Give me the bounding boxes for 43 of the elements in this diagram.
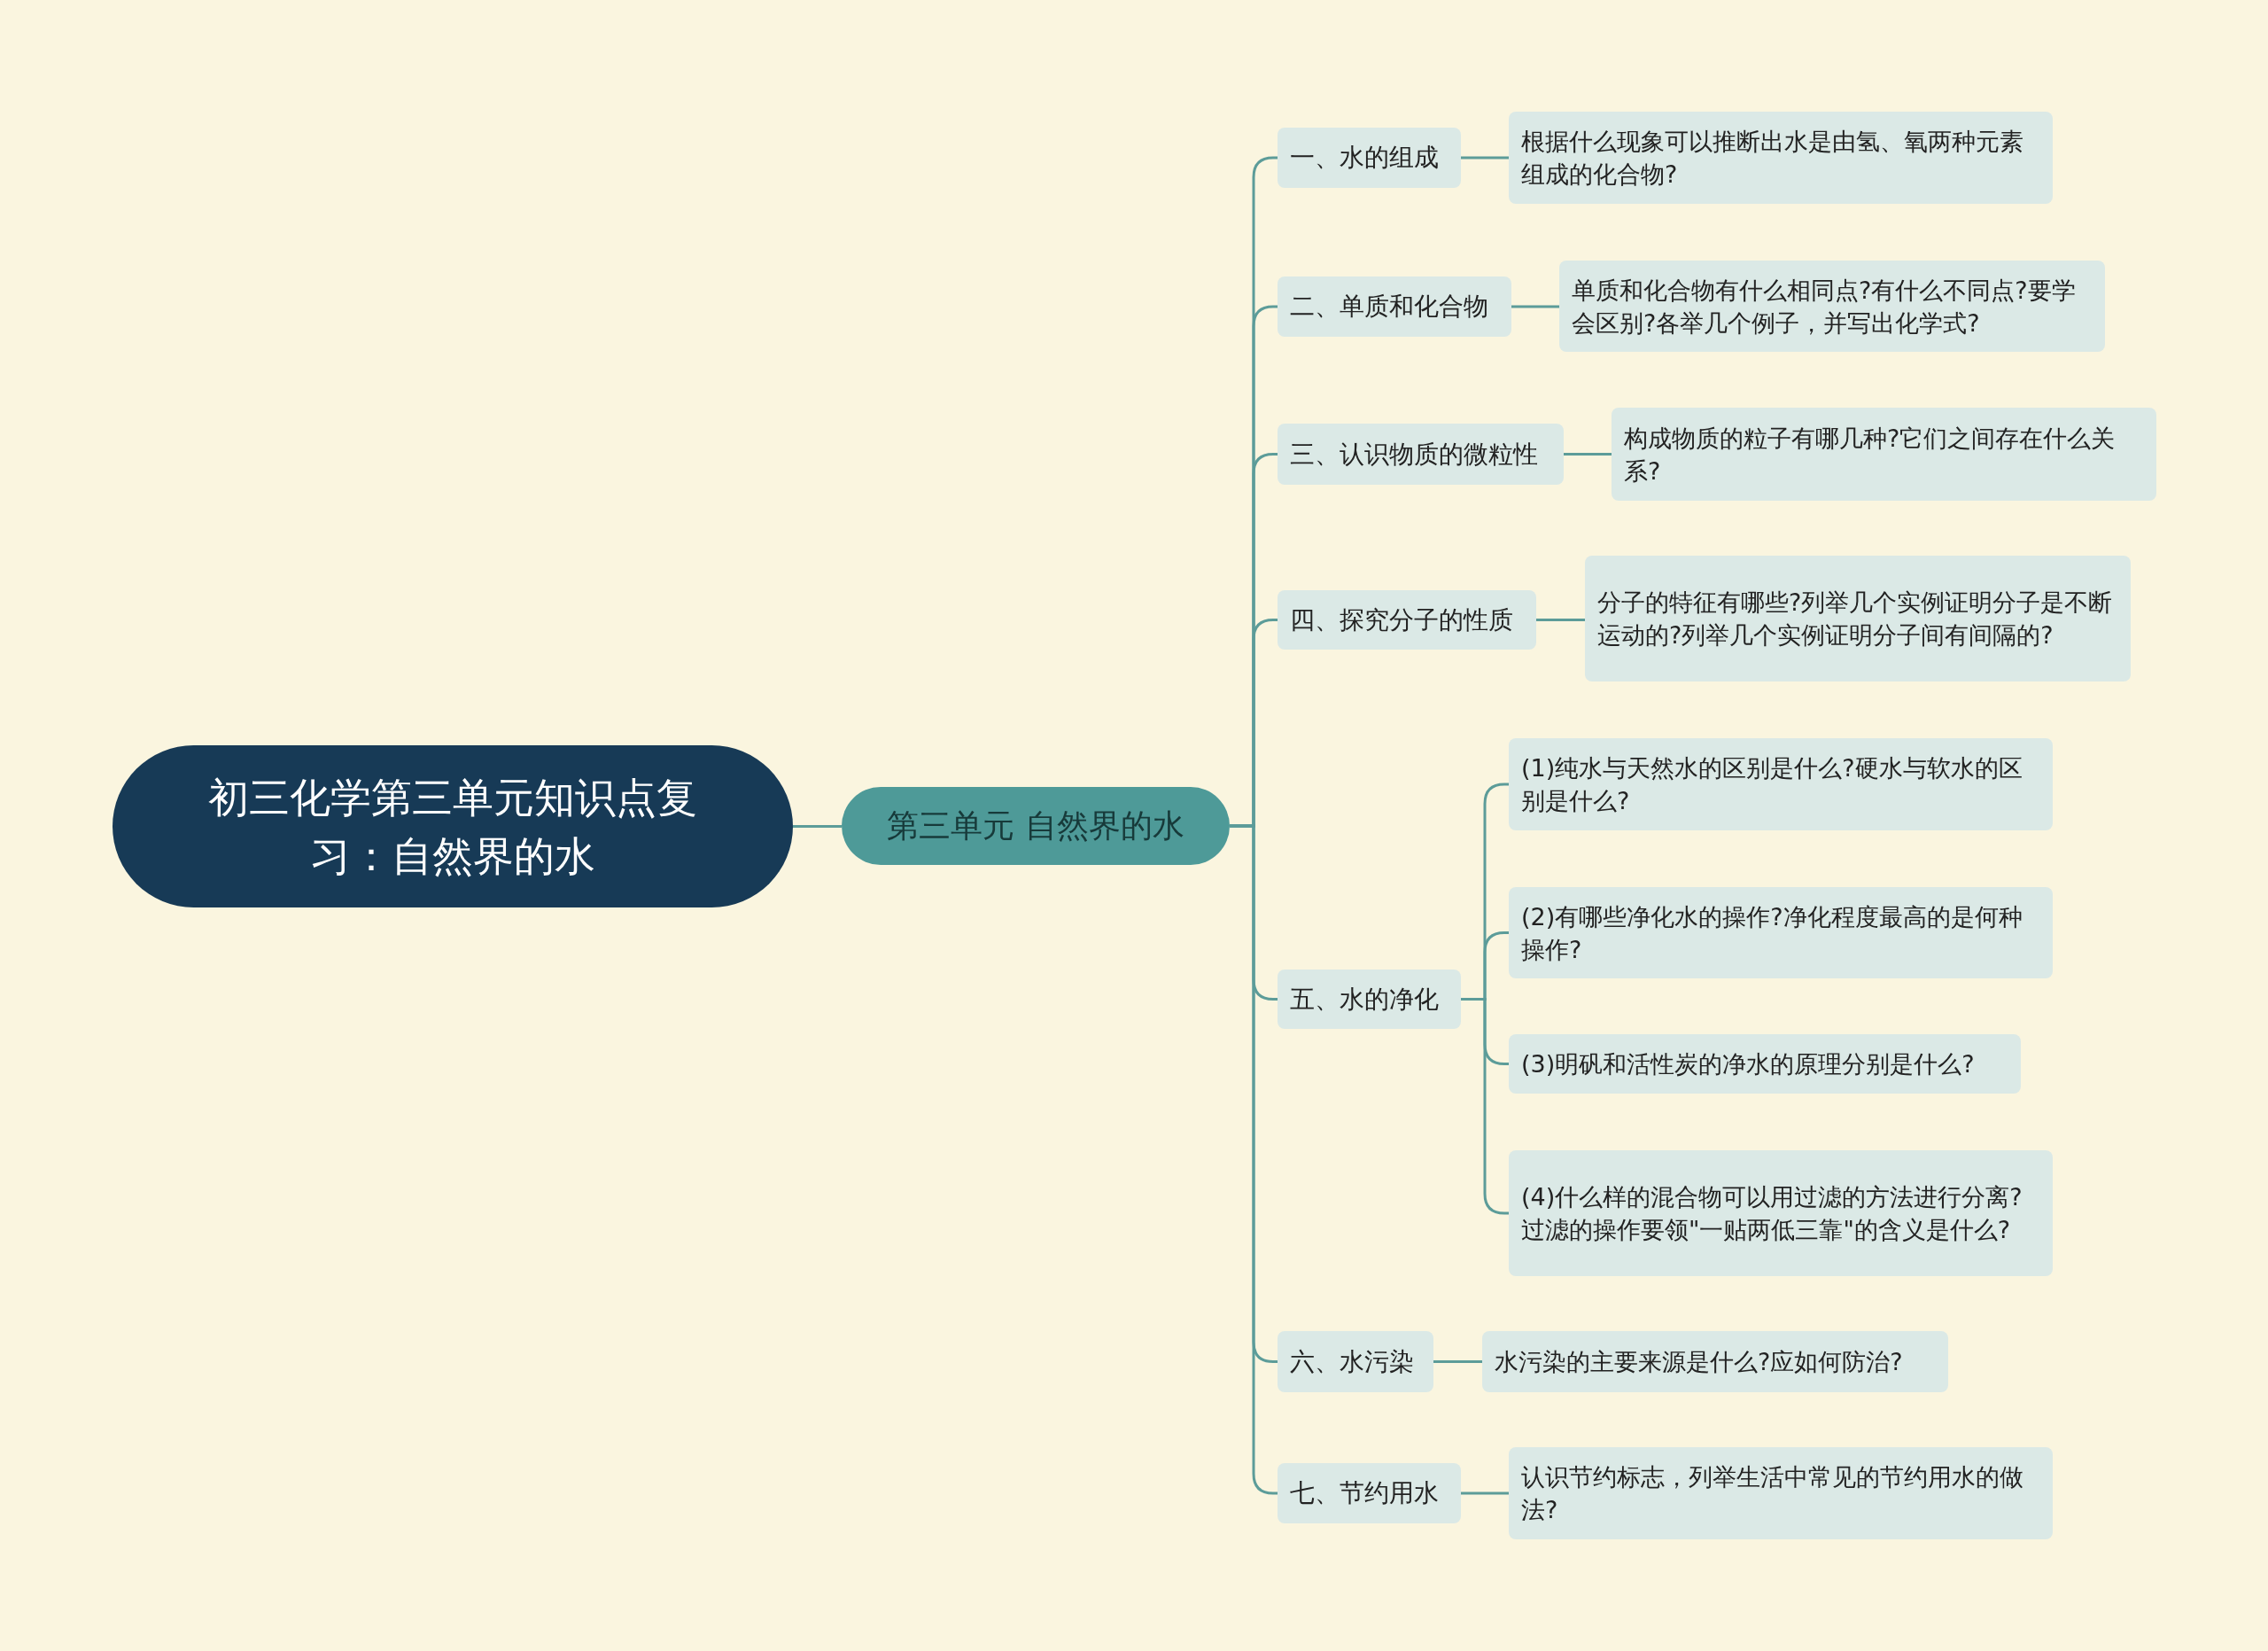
subtopic-text: 三、认识物质的微粒性 — [1290, 438, 1538, 471]
subtopic-box — [1278, 276, 1511, 337]
main-topic-text: 第三单元 自然界的水 — [887, 806, 1184, 845]
subtopic-text: 一、水的组成 — [1290, 142, 1439, 174]
detail-box — [1509, 112, 2053, 204]
detail-text: 认识节约标志，列举生活中常见的节约用水的做法? — [1521, 1462, 2024, 1525]
subtopic-text: 五、水的净化 — [1290, 983, 1439, 1016]
subtopic-text: 七、节约用水 — [1290, 1477, 1439, 1509]
detail-box — [1509, 887, 2053, 978]
detail-box — [1509, 738, 2053, 830]
detail-text: (4)什么样的混合物可以用过滤的方法进行分离?过滤的操作要领"一贴两低三靠"的含义是什么? — [1521, 1182, 2023, 1245]
detail-text: (3)明矾和活性炭的净水的原理分别是什么? — [1521, 1049, 1975, 1079]
detail-text: 单质和化合物有什么相同点?有什么不同点?要学会区别?各举几个例子，并写出化学式? — [1572, 275, 2077, 339]
detail-text: 水污染的主要来源是什么?应如何防治? — [1495, 1347, 1903, 1377]
detail-box — [1509, 1034, 2021, 1094]
detail-box — [1585, 556, 2131, 681]
connector-line — [793, 825, 842, 828]
detail-box — [1509, 1447, 2053, 1539]
detail-box — [1509, 1150, 2053, 1276]
connector-line — [1536, 619, 1585, 621]
subtopic-text: 四、探究分子的性质 — [1290, 604, 1513, 636]
detail-box — [1482, 1331, 1948, 1392]
connector-line — [1461, 1491, 1509, 1495]
connector-line — [1461, 156, 1509, 160]
subtopic-box — [1278, 590, 1536, 650]
connector-line — [1564, 453, 1612, 456]
detail-text: (2)有哪些净化水的操作?净化程度最高的是何种操作? — [1521, 901, 2023, 965]
detail-box — [1612, 408, 2156, 501]
subtopic-box — [1278, 970, 1461, 1029]
subtopic-text: 六、水污染 — [1290, 1345, 1414, 1378]
connector-line — [1511, 305, 1559, 308]
detail-text: 构成物质的粒子有哪几种?它们之间存在什么关系? — [1624, 423, 2117, 487]
subtopic-box — [1278, 424, 1564, 485]
subtopic-box — [1278, 1463, 1461, 1523]
detail-text: 根据什么现象可以推断出水是由氢、氧两种元素组成的化合物? — [1521, 127, 2024, 190]
root-topic-text: 初三化学第三单元知识点复习：自然界的水 — [207, 772, 698, 882]
subtopic-box — [1278, 128, 1461, 188]
subtopic-text: 二、单质和化合物 — [1290, 291, 1488, 323]
subtopic-box — [1278, 1331, 1433, 1392]
detail-text: (1)纯水与天然水的区别是什么?硬水与软水的区别是什么? — [1521, 753, 2023, 816]
connector-line — [1433, 1360, 1482, 1363]
detail-box — [1559, 261, 2105, 352]
detail-text: 分子的特征有哪些?列举几个实例证明分子是不断运动的?列举几个实例证明分子间有间隔的? — [1597, 588, 2114, 650]
